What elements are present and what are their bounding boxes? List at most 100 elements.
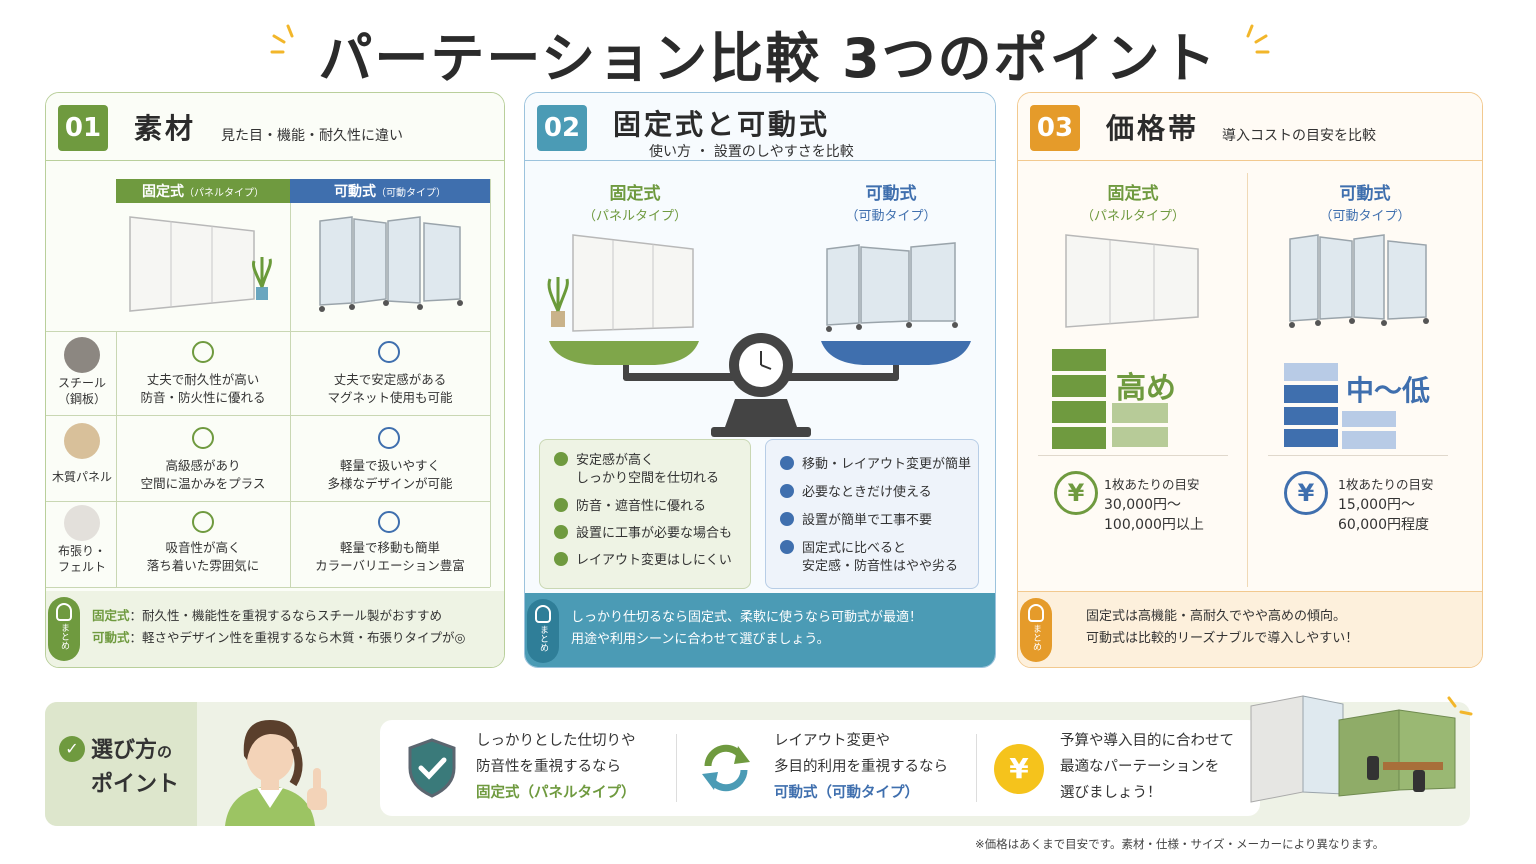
card-number: 03: [1030, 105, 1080, 151]
yen-icon: ¥: [1054, 471, 1098, 515]
mobile-price-text: 1枚あたりの目安 15,000円～ 60,000円程度: [1338, 477, 1434, 533]
mobile-heading: 可動式: [865, 184, 917, 204]
mobile-heading-note: （可動タイプ）: [1319, 209, 1411, 224]
selection-points-banner: ✓ 選び方の ポイント しっかりとした仕切りや 防音性を重視するなら 固定式（パ…: [45, 695, 1473, 826]
sparkle-right-icon: [1246, 24, 1270, 54]
card-title: 素材: [134, 112, 197, 145]
check-item: 安定感が高くしっかり空間を仕切れる: [554, 452, 719, 488]
yen-icon: ¥: [1284, 471, 1328, 515]
felt-sample-icon: [64, 505, 100, 541]
card-summary: まとめ しっかり仕切るなら固定式、柔軟に使うなら可動式が最適！ 用途や利用シーン…: [525, 593, 995, 667]
yen-coin-icon: ¥: [994, 744, 1044, 794]
card-header: 02 固定式と可動式 使い方 ・ 設置のしやすさを比較: [525, 93, 995, 161]
check-icon: [780, 484, 794, 498]
check-item: 防音・遮音性に優れる: [554, 498, 706, 516]
mobile-partition-illustration: [1289, 234, 1429, 328]
fixed-price-bar-small-icon: [1112, 403, 1168, 449]
col-header-fixed: 固定式（パネルタイプ）: [116, 179, 290, 203]
check-icon: [554, 498, 568, 512]
price-disclaimer: ※価格はあくまで目安です。素材・仕様・サイズ・メーカーにより異なります。: [975, 837, 1385, 851]
fixed-heading-note: （パネルタイプ）: [1080, 209, 1185, 224]
card-summary: まとめ 固定式：耐久性・機能性を重視するならスチール製がおすすめ 可動式：軽さや…: [46, 591, 504, 667]
check-icon: [780, 512, 794, 526]
refresh-icon: [702, 744, 750, 792]
table-cell: 軽量で移動も簡単カラーバリエーション豊富: [315, 540, 465, 573]
card-number: 01: [58, 105, 108, 151]
check-icon: [780, 456, 794, 470]
wood-sample-icon: [64, 423, 100, 459]
card-subtitle: 使い方 ・ 設置のしやすさを比較: [649, 144, 854, 160]
circle-mark-icon: [378, 341, 400, 363]
circle-mark-icon: [378, 511, 400, 533]
material-table: [46, 331, 490, 587]
check-item: 移動・レイアウト変更が簡単: [780, 456, 971, 474]
summary-text: 固定式は高機能・高耐久でやや高めの傾向。 可動式は比較的リーズナブルで導入しやす…: [1086, 609, 1359, 646]
table-cell: 高級感があり空間に温かみをプラス: [140, 458, 266, 491]
banner-heading: 選び方の: [91, 738, 173, 763]
fixed-price-level: 高め: [1116, 371, 1176, 406]
tips-box: しっかりとした仕切りや 防音性を重視するなら 固定式（パネルタイプ） レイアウト…: [380, 720, 1260, 816]
lightbulb-icon: まとめ: [527, 599, 559, 663]
fixed-price-bar-icon: [1052, 349, 1106, 449]
mobile-price-level: 中～低: [1346, 374, 1431, 407]
tip-mobile: レイアウト変更や 多目的利用を重視するなら 可動式（可動タイプ）: [774, 733, 948, 801]
page-title: パーテーション比較 3つのポイント: [318, 27, 1218, 90]
office-partition-illustration: [1250, 695, 1473, 803]
table-cell: 丈夫で耐久性が高い防音・防火性に優れる: [140, 372, 266, 405]
balance-scale-illustration: [547, 234, 971, 437]
fixed-heading-note: （パネルタイプ）: [582, 209, 687, 224]
check-icon: [554, 452, 568, 466]
sparkle-left-icon: [270, 24, 294, 54]
advisor-person-illustration: [225, 720, 327, 826]
type-card: 02 固定式と可動式 使い方 ・ 設置のしやすさを比較 固定式 （パネルタイプ）…: [524, 92, 996, 668]
mobile-heading: 可動式: [1339, 184, 1391, 204]
card-title: 固定式と可動式: [613, 108, 831, 141]
table-cell: 軽量で扱いやすく多様なデザインが可能: [327, 458, 453, 491]
steel-sample-icon: [64, 337, 100, 373]
fixed-points-box: 安定感が高くしっかり空間を仕切れる 防音・遮音性に優れる 設置に工事が必要な場合…: [539, 439, 751, 589]
tip-budget: 予算や導入目的に合わせて 最適なパーテーションを 選びましょう！: [1060, 733, 1234, 801]
check-icon: [554, 552, 568, 566]
table-cell: 吸音性が高く落ち着いた雰囲気に: [146, 540, 260, 573]
row-label: 木質パネル: [51, 470, 112, 484]
circle-mark-icon: [378, 427, 400, 449]
fixed-price-text: 1枚あたりの目安 30,000円～ 100,000円以上: [1104, 477, 1204, 533]
mobile-price-bar-small-icon: [1342, 411, 1396, 449]
card-title: 価格帯: [1106, 112, 1200, 145]
card-summary: まとめ 固定式は高機能・高耐久でやや高めの傾向。 可動式は比較的リーズナブルで導…: [1018, 591, 1482, 667]
check-item: 設置に工事が必要な場合も: [554, 525, 732, 543]
circle-mark-icon: [192, 427, 214, 449]
card-subtitle: 導入コストの目安を比較: [1222, 128, 1376, 144]
tip-fixed: しっかりとした仕切りや 防音性を重視するなら 固定式（パネルタイプ）: [476, 733, 636, 801]
mobile-price-bar-icon: [1284, 363, 1338, 449]
check-icon: [780, 540, 794, 554]
circle-mark-icon: [192, 341, 214, 363]
card-header: 01 素材 見た目・機能・耐久性に違い: [46, 93, 504, 161]
mobile-partition-illustration: [319, 216, 463, 312]
summary-text: しっかり仕切るなら固定式、柔軟に使うなら可動式が最適！ 用途や利用シーンに合わせ…: [571, 610, 923, 647]
summary-text: 固定式：耐久性・機能性を重視するならスチール製がおすすめ 可動式：軽さやデザイン…: [92, 608, 466, 645]
row-label: スチール（鋼板）: [57, 376, 106, 406]
shield-check-icon: [408, 738, 456, 798]
banner-heading-2: ポイント: [91, 772, 180, 797]
row-label: 布張り・フェルト: [57, 544, 106, 574]
material-card: 01 素材 見た目・機能・耐久性に違い 固定式（パネルタイプ） 可動式（可動タイ…: [45, 92, 505, 668]
card-subtitle: 見た目・機能・耐久性に違い: [221, 128, 403, 144]
price-card: 03 価格帯 導入コストの目安を比較 固定式 （パネルタイプ） 可動式 （可動タ…: [1017, 92, 1483, 668]
check-item: 必要なときだけ使える: [780, 484, 932, 502]
card-number: 02: [537, 105, 587, 151]
circle-mark-icon: [192, 511, 214, 533]
fixed-partition-illustration: [129, 216, 272, 312]
check-item: 固定式に比べると安定感・防音性はやや劣る: [780, 540, 958, 576]
card-header: 03 価格帯 導入コストの目安を比較: [1018, 93, 1482, 161]
check-icon: ✓: [59, 736, 85, 762]
fixed-heading: 固定式: [1107, 184, 1159, 204]
lightbulb-icon: まとめ: [48, 597, 80, 661]
check-item: レイアウト変更はしにくい: [554, 552, 732, 570]
fixed-heading: 固定式: [609, 184, 661, 204]
fixed-partition-illustration: [1065, 234, 1199, 328]
check-item: 設置が簡単で工事不要: [780, 512, 932, 530]
table-cell: 丈夫で安定感があるマグネット使用も可能: [327, 372, 453, 405]
mobile-heading-note: （可動タイプ）: [845, 209, 937, 224]
col-header-mobile: 可動式（可動タイプ）: [290, 179, 490, 203]
